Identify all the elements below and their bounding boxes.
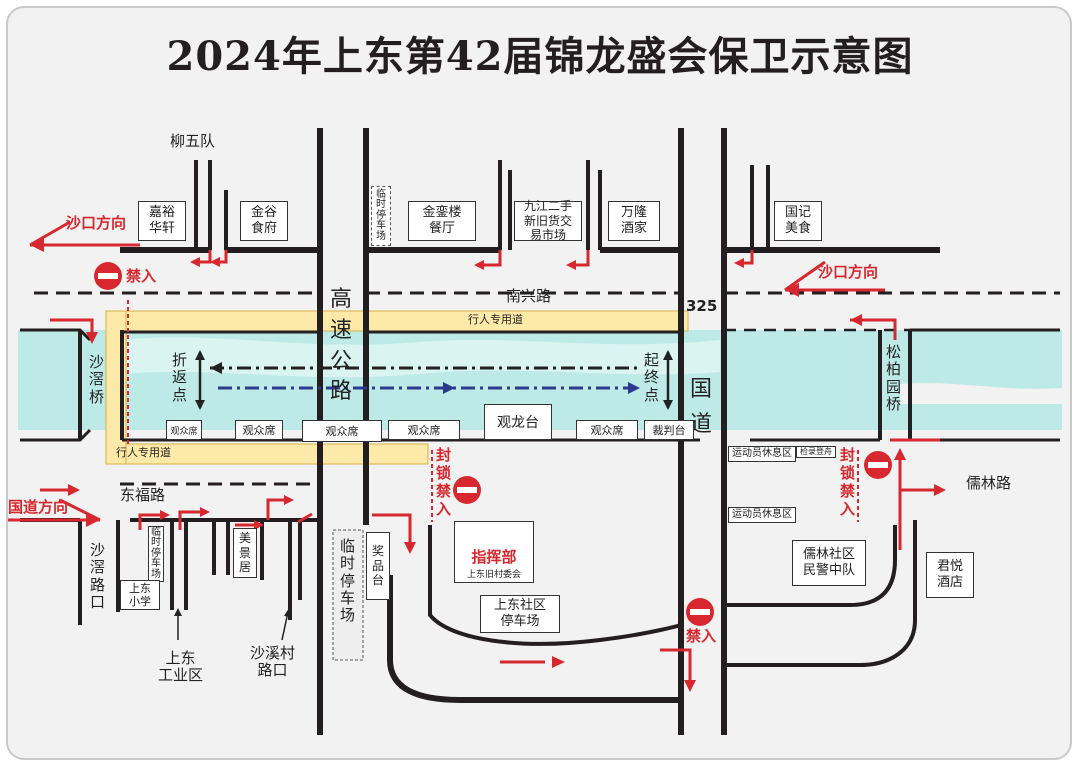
start-finish-label: 起 终 点: [644, 351, 660, 404]
seat-3: 观众席: [302, 420, 382, 442]
place-prize-stage: 奖 品 台: [366, 532, 390, 600]
referee-stage: 裁判台: [644, 420, 694, 440]
place-junyue: 君悦 酒店: [926, 552, 974, 598]
no-entry-sign-2: [453, 476, 481, 504]
hq-sub-label: 上东旧村委会: [466, 570, 521, 580]
place-community-parking: 上东社区 停车场: [480, 595, 560, 633]
no-entry-sign-4: [686, 598, 714, 626]
road-rulin: 儒林路: [966, 474, 1012, 492]
place-police: 儒林社区 民警中队: [792, 540, 866, 586]
bridge-right-label: 松 柏 园 桥: [886, 343, 902, 413]
place-jinluan: 金銮楼 餐厅: [408, 201, 476, 241]
temp-parking-label: 临 时 停 车 场: [340, 537, 356, 624]
hq-label: 指挥部: [471, 548, 517, 566]
road-national-no: 325: [686, 297, 718, 315]
place-jingu: 金谷 食府: [240, 201, 288, 241]
seat-2: 观众席: [235, 420, 283, 440]
seat-1: 观众席: [166, 420, 202, 440]
road-industrial: 上东 工业区: [158, 649, 204, 685]
seat-5: 观众席: [576, 420, 638, 440]
place-hq: 指挥部 上东旧村委会: [454, 521, 534, 583]
road-national: 国 道: [690, 377, 713, 438]
walkway-top: [105, 310, 689, 332]
turn-point-label: 折 返 点: [172, 351, 188, 404]
lock-sign-2: 封 锁 禁 入: [840, 446, 856, 518]
athlete-rest-2: 运动员休息区: [728, 507, 796, 523]
road-nanxing: 南兴路: [506, 287, 552, 305]
label-shakou-left: 沙口方向: [66, 214, 127, 232]
place-school: 上东 小学: [120, 580, 160, 610]
temp-parking-area: [332, 529, 364, 661]
place-wanlong: 万隆 酒家: [608, 201, 660, 241]
forbid-label-2: 禁入: [686, 627, 717, 645]
lock-sign-1: 封 锁 禁 入: [436, 446, 452, 518]
forbid-label-1: 禁入: [126, 267, 157, 285]
seat-4: 观众席: [388, 420, 460, 440]
bridge-left: [78, 330, 124, 440]
bridge-right: [878, 330, 912, 440]
athlete-rest-1: 运动员休息区: [728, 446, 796, 462]
label-guodao-direction: 国道方向: [8, 498, 69, 516]
walkway-top-label: 行人专用道: [468, 313, 523, 326]
road-shaxi-village: 沙溪村 路口: [250, 644, 296, 680]
road-dongfu: 东福路: [120, 486, 166, 504]
no-entry-sign-3: [864, 451, 892, 479]
place-temp-parking-top: 临 时 停 车 场: [371, 186, 391, 246]
place-jiujiang: 九江二手 新旧货交 易市场: [514, 199, 582, 242]
place-jiayu: 嘉裕 华轩: [138, 201, 186, 241]
place-guoji: 国记 美食: [774, 201, 822, 241]
no-entry-sign-1: [94, 262, 122, 290]
walkway-bottom-label: 行人专用道: [116, 446, 171, 459]
dragon-stage: 观龙台: [484, 404, 552, 440]
bridge-left-label: 沙 滘 桥: [89, 353, 105, 406]
map-title: 2024年上东第42届锦龙盛会保卫示意图: [166, 33, 914, 80]
label-shakou-right: 沙口方向: [818, 263, 879, 281]
place-school-parking: 临 时 停 车 场: [148, 526, 164, 582]
label-liuwu: 柳五队: [170, 132, 216, 150]
checkin: 检录登舟: [796, 446, 836, 458]
place-meijing: 美 景 居: [233, 528, 257, 578]
road-highway: 高 速 公 路: [330, 287, 353, 405]
road-shaxi-mouth: 沙 滘 路 口: [90, 541, 106, 611]
